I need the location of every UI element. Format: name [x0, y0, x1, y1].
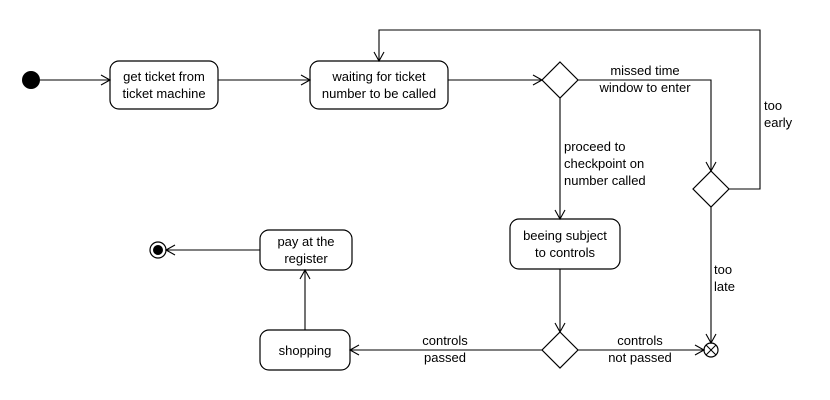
label-controls-not-passed: controls not passed	[608, 333, 672, 365]
label-too-early-line-2: early	[764, 115, 793, 130]
action-controls-line-2: to controls	[535, 245, 595, 260]
edge-too-late	[705, 207, 717, 345]
edge-shopping-to-pay	[299, 268, 311, 330]
label-too-early-line-1: too	[764, 98, 782, 113]
edge-ticket-to-waiting	[218, 74, 312, 86]
edge-start-to-ticket	[40, 74, 112, 86]
edge-waiting-to-decision	[448, 74, 544, 86]
action-get-ticket-line-1: get ticket from	[123, 69, 205, 84]
label-proceed-line-1: proceed to	[564, 139, 625, 154]
action-pay: pay at the register	[259, 229, 353, 271]
label-missed-line-1: missed time	[610, 63, 679, 78]
label-not-passed-line-1: controls	[617, 333, 663, 348]
edge-controls-to-decision	[554, 269, 566, 334]
action-waiting-line-2: number to be called	[322, 86, 436, 101]
initial-node	[22, 71, 40, 89]
label-proceed-line-3: number called	[564, 173, 646, 188]
action-get-ticket: get ticket from ticket machine	[109, 60, 219, 110]
action-get-ticket-line-2: ticket machine	[122, 86, 205, 101]
label-missed-line-2: window to enter	[598, 80, 691, 95]
action-pay-line-2: register	[284, 251, 328, 266]
action-shopping: shopping	[259, 329, 351, 371]
edge-too-early	[373, 29, 761, 190]
label-proceed: proceed to checkpoint on number called	[564, 139, 646, 188]
final-node	[149, 241, 167, 259]
action-shopping-label: shopping	[279, 343, 332, 358]
action-waiting: waiting for ticket number to be called	[309, 60, 449, 110]
action-controls: beeing subject to controls	[509, 218, 621, 270]
label-not-passed-line-2: not passed	[608, 350, 672, 365]
label-proceed-line-2: checkpoint on	[564, 156, 644, 171]
edge-pay-to-final	[164, 244, 260, 256]
action-waiting-line-1: waiting for ticket	[331, 69, 426, 84]
label-too-early: too early	[764, 98, 793, 130]
action-pay-line-1: pay at the	[277, 234, 334, 249]
decision-after-waiting	[541, 61, 579, 99]
label-missed-time-window: missed time window to enter	[598, 63, 691, 95]
action-controls-line-1: beeing subject	[523, 228, 607, 243]
label-too-late-line-1: too	[714, 262, 732, 277]
label-passed-line-2: passed	[424, 350, 466, 365]
edge-controls-not-passed	[578, 344, 706, 356]
label-passed-line-1: controls	[422, 333, 468, 348]
decision-time-window	[692, 170, 730, 208]
label-too-late-line-2: late	[714, 279, 735, 294]
flow-final-node	[703, 342, 719, 358]
label-too-late: too late	[714, 262, 735, 294]
label-controls-passed: controls passed	[422, 333, 468, 365]
decision-controls-result	[541, 331, 579, 369]
edge-proceed-to-checkpoint	[554, 98, 566, 221]
edge-controls-passed	[348, 344, 542, 356]
edge-missed-time-window	[578, 79, 717, 173]
